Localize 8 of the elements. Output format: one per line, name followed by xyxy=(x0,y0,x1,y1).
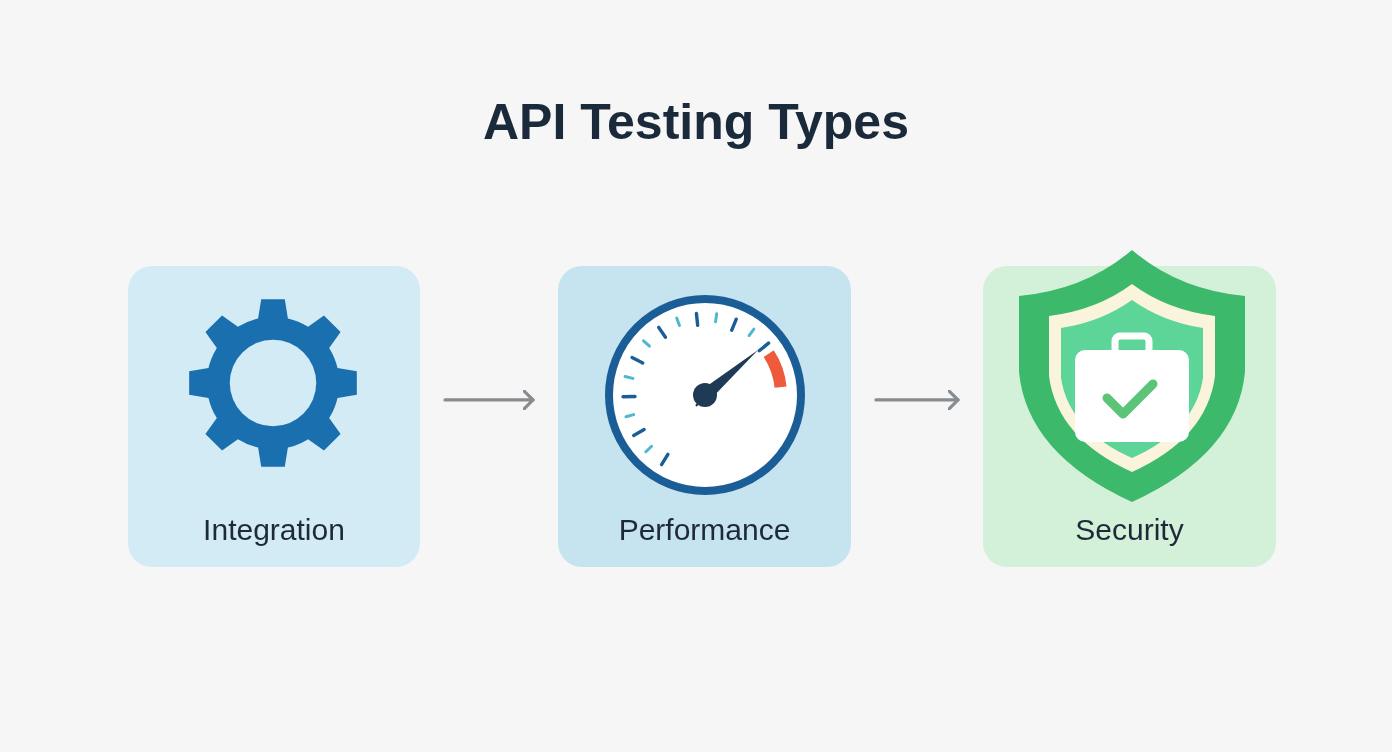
arrow xyxy=(443,389,535,411)
process-card xyxy=(558,266,851,567)
step-label: Integration xyxy=(203,512,345,548)
arrow xyxy=(874,389,960,411)
step-label: Performance xyxy=(618,512,791,548)
step-label: Security xyxy=(1075,512,1184,548)
diagram-title: API Testing Types xyxy=(483,93,909,152)
process-card xyxy=(128,266,420,567)
